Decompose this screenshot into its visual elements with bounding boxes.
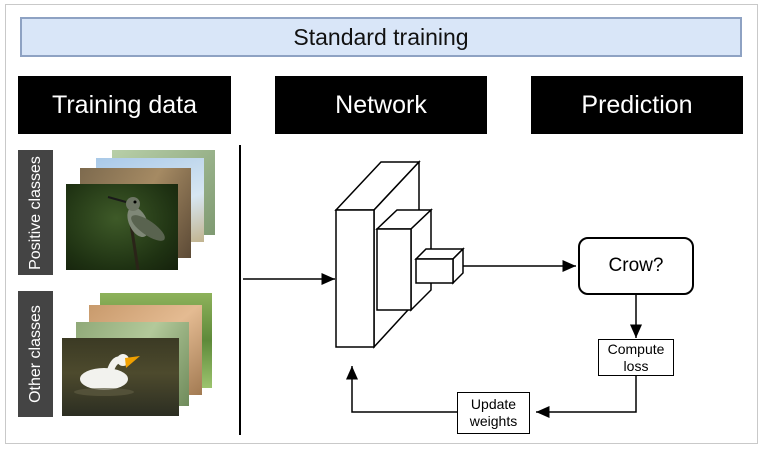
update-to-network-arrow (346, 366, 457, 413)
positive-image-hummingbird (66, 184, 178, 271)
network-layer-medium (375, 208, 433, 312)
header-network: Network (275, 76, 487, 134)
hummingbird-figure (107, 196, 165, 271)
other-image-pelican (62, 338, 179, 416)
pelican-figure (74, 354, 140, 396)
prediction-box: Crow? (578, 237, 694, 295)
header-prediction: Prediction (531, 76, 743, 134)
section-divider (239, 145, 241, 435)
compute-loss-box: Compute loss (598, 339, 674, 376)
side-label-other-classes: Other classes (18, 291, 53, 417)
update-weights-box: Update weights (457, 392, 530, 434)
loss-to-update-arrow (536, 376, 637, 418)
diagram-title: Standard training (20, 17, 742, 57)
side-label-positive-classes: Positive classes (18, 150, 53, 275)
network-layer-small (414, 247, 465, 285)
header-training-data: Training data (18, 76, 231, 134)
figure-frame (5, 4, 758, 444)
